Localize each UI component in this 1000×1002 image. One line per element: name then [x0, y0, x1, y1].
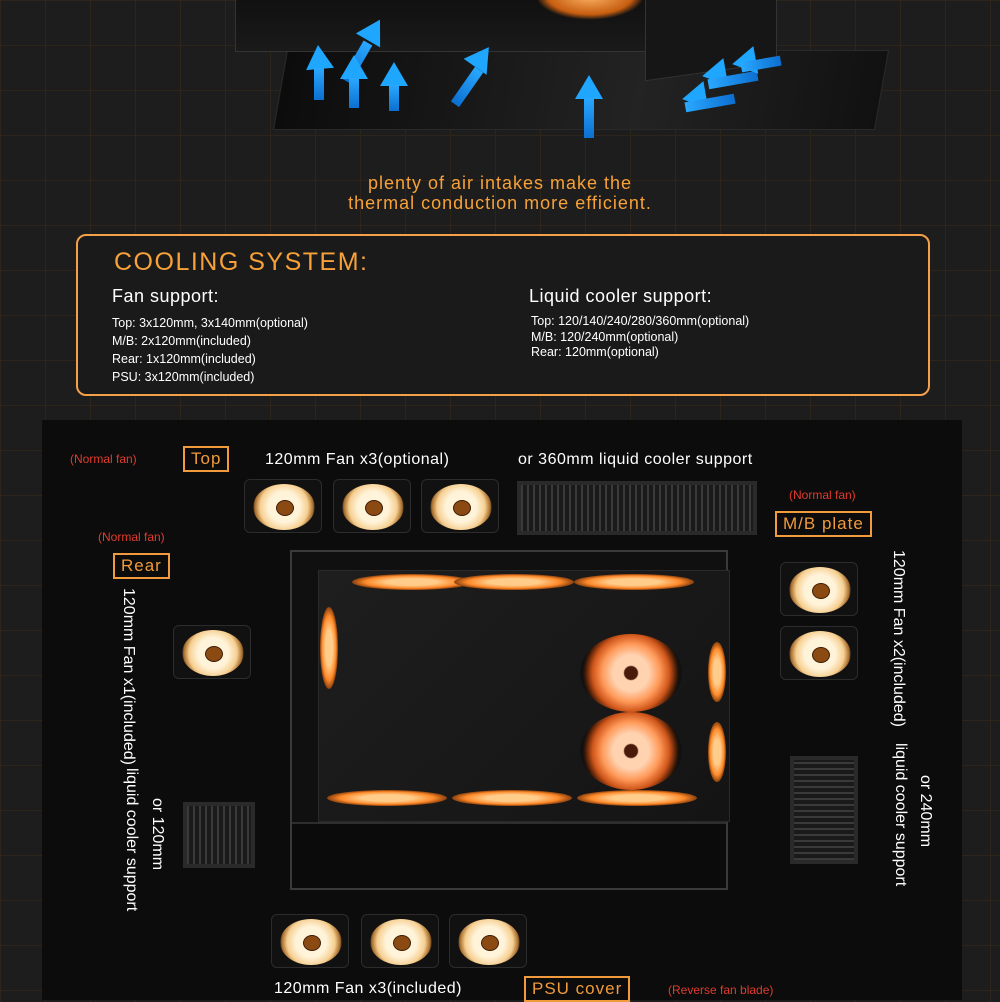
fan-support-item: PSU: 3x120mm(included): [112, 370, 255, 384]
case-side-fan-icon: [708, 642, 726, 702]
case-side-fan-icon: [708, 722, 726, 782]
mb-note: (Normal fan): [789, 488, 856, 502]
top-fan-icon: [421, 479, 499, 533]
mb-fan-icon: [780, 562, 858, 616]
case-mb-fan-icon: [580, 634, 682, 712]
rear-tag: Rear: [113, 553, 170, 579]
psu-fan-icon: [361, 914, 439, 968]
top-tag: Top: [183, 446, 230, 472]
airflow-arrow-icon: [304, 43, 334, 71]
tagline-line-1: plenty of air intakes make the: [367, 173, 633, 193]
rear-note: (Normal fan): [98, 530, 165, 544]
psu-fan-icon: [449, 914, 527, 968]
case-top-fan-icon: [574, 574, 694, 590]
liquid-support-item: Top: 120/140/240/280/360mm(optional): [531, 314, 750, 328]
airflow-arrow-stem: [349, 78, 359, 108]
case-airflow-illustration: [235, 0, 890, 140]
cooling-system-box: COOLING SYSTEM: Fan support: Top: 3x120m…: [76, 234, 930, 396]
top-fan-icon: [333, 479, 411, 533]
fan-support-item: M/B: 2x120mm(included): [112, 334, 251, 348]
case-photo: [290, 550, 730, 890]
mb-cooler-label: or 240mm: [917, 775, 934, 848]
airflow-arrow-stem: [584, 98, 594, 138]
fan-support-item: Top: 3x120mm, 3x140mm(optional): [112, 316, 308, 330]
mb-cooler-label-2: liquid cooler support: [892, 743, 909, 887]
radiator-120-icon: [183, 802, 255, 868]
liquid-support-item: M/B: 120/240mm(optional): [531, 329, 679, 344]
psu-fan-label: 120mm Fan x3(included): [274, 980, 462, 997]
top-note: (Normal fan): [70, 452, 137, 466]
fan-support-item: Rear: 1x120mm(included): [112, 352, 256, 366]
radiator-240-icon: [790, 756, 858, 864]
psu-tag: PSU cover: [524, 976, 631, 1002]
case-psu-fan-icon: [452, 790, 572, 806]
liquid-support-heading: Liquid cooler support:: [529, 286, 713, 306]
top-fan-icon: [244, 479, 322, 533]
fan-support-list: Top: 3x120mm, 3x140mm(optional) M/B: 2x1…: [112, 314, 308, 386]
mb-fan-label: 120mm Fan x2(included): [890, 550, 907, 727]
airflow-arrow-icon: [575, 75, 603, 99]
case-top-fan-icon: [352, 574, 472, 590]
psu-fan-icon: [271, 914, 349, 968]
tagline-line-2: thermal conduction more efficient.: [348, 193, 652, 213]
airflow-arrow-icon: [380, 62, 408, 86]
liquid-support-list: Top: 120/140/240/280/360mm(optional) M/B…: [531, 314, 749, 361]
airflow-arrow-stem: [314, 68, 324, 100]
mb-fan-icon: [780, 626, 858, 680]
airflow-arrow-icon: [340, 55, 368, 79]
mb-tag: M/B plate: [775, 511, 872, 537]
rear-cooler-label: or 120mm: [149, 798, 166, 871]
case-psu-fan-icon: [577, 790, 697, 806]
case-rear-fan-icon: [320, 607, 338, 689]
top-fan-label: 120mm Fan x3(optional): [265, 451, 450, 468]
top-cooler-label: or 360mm liquid cooler support: [518, 451, 753, 468]
psu-note: (Reverse fan blade): [668, 983, 774, 997]
cooling-title: COOLING SYSTEM:: [114, 248, 369, 276]
case-psu-fan-icon: [327, 790, 447, 806]
case-mb-fan-icon: [580, 712, 682, 790]
psu-shroud: [292, 822, 726, 888]
case-top-fan-icon: [454, 574, 574, 590]
liquid-support-item: Rear: 120mm(optional): [531, 345, 659, 359]
fan-glow: [535, 0, 645, 20]
rear-fan-label: 120mm Fan x1(included): [120, 588, 137, 765]
airflow-arrow-stem: [389, 85, 399, 111]
fan-support-heading: Fan support:: [112, 286, 220, 306]
rear-fan-icon: [173, 625, 251, 679]
rear-cooler-label-2: liquid cooler support: [123, 768, 140, 912]
radiator-360-icon: [517, 481, 757, 535]
